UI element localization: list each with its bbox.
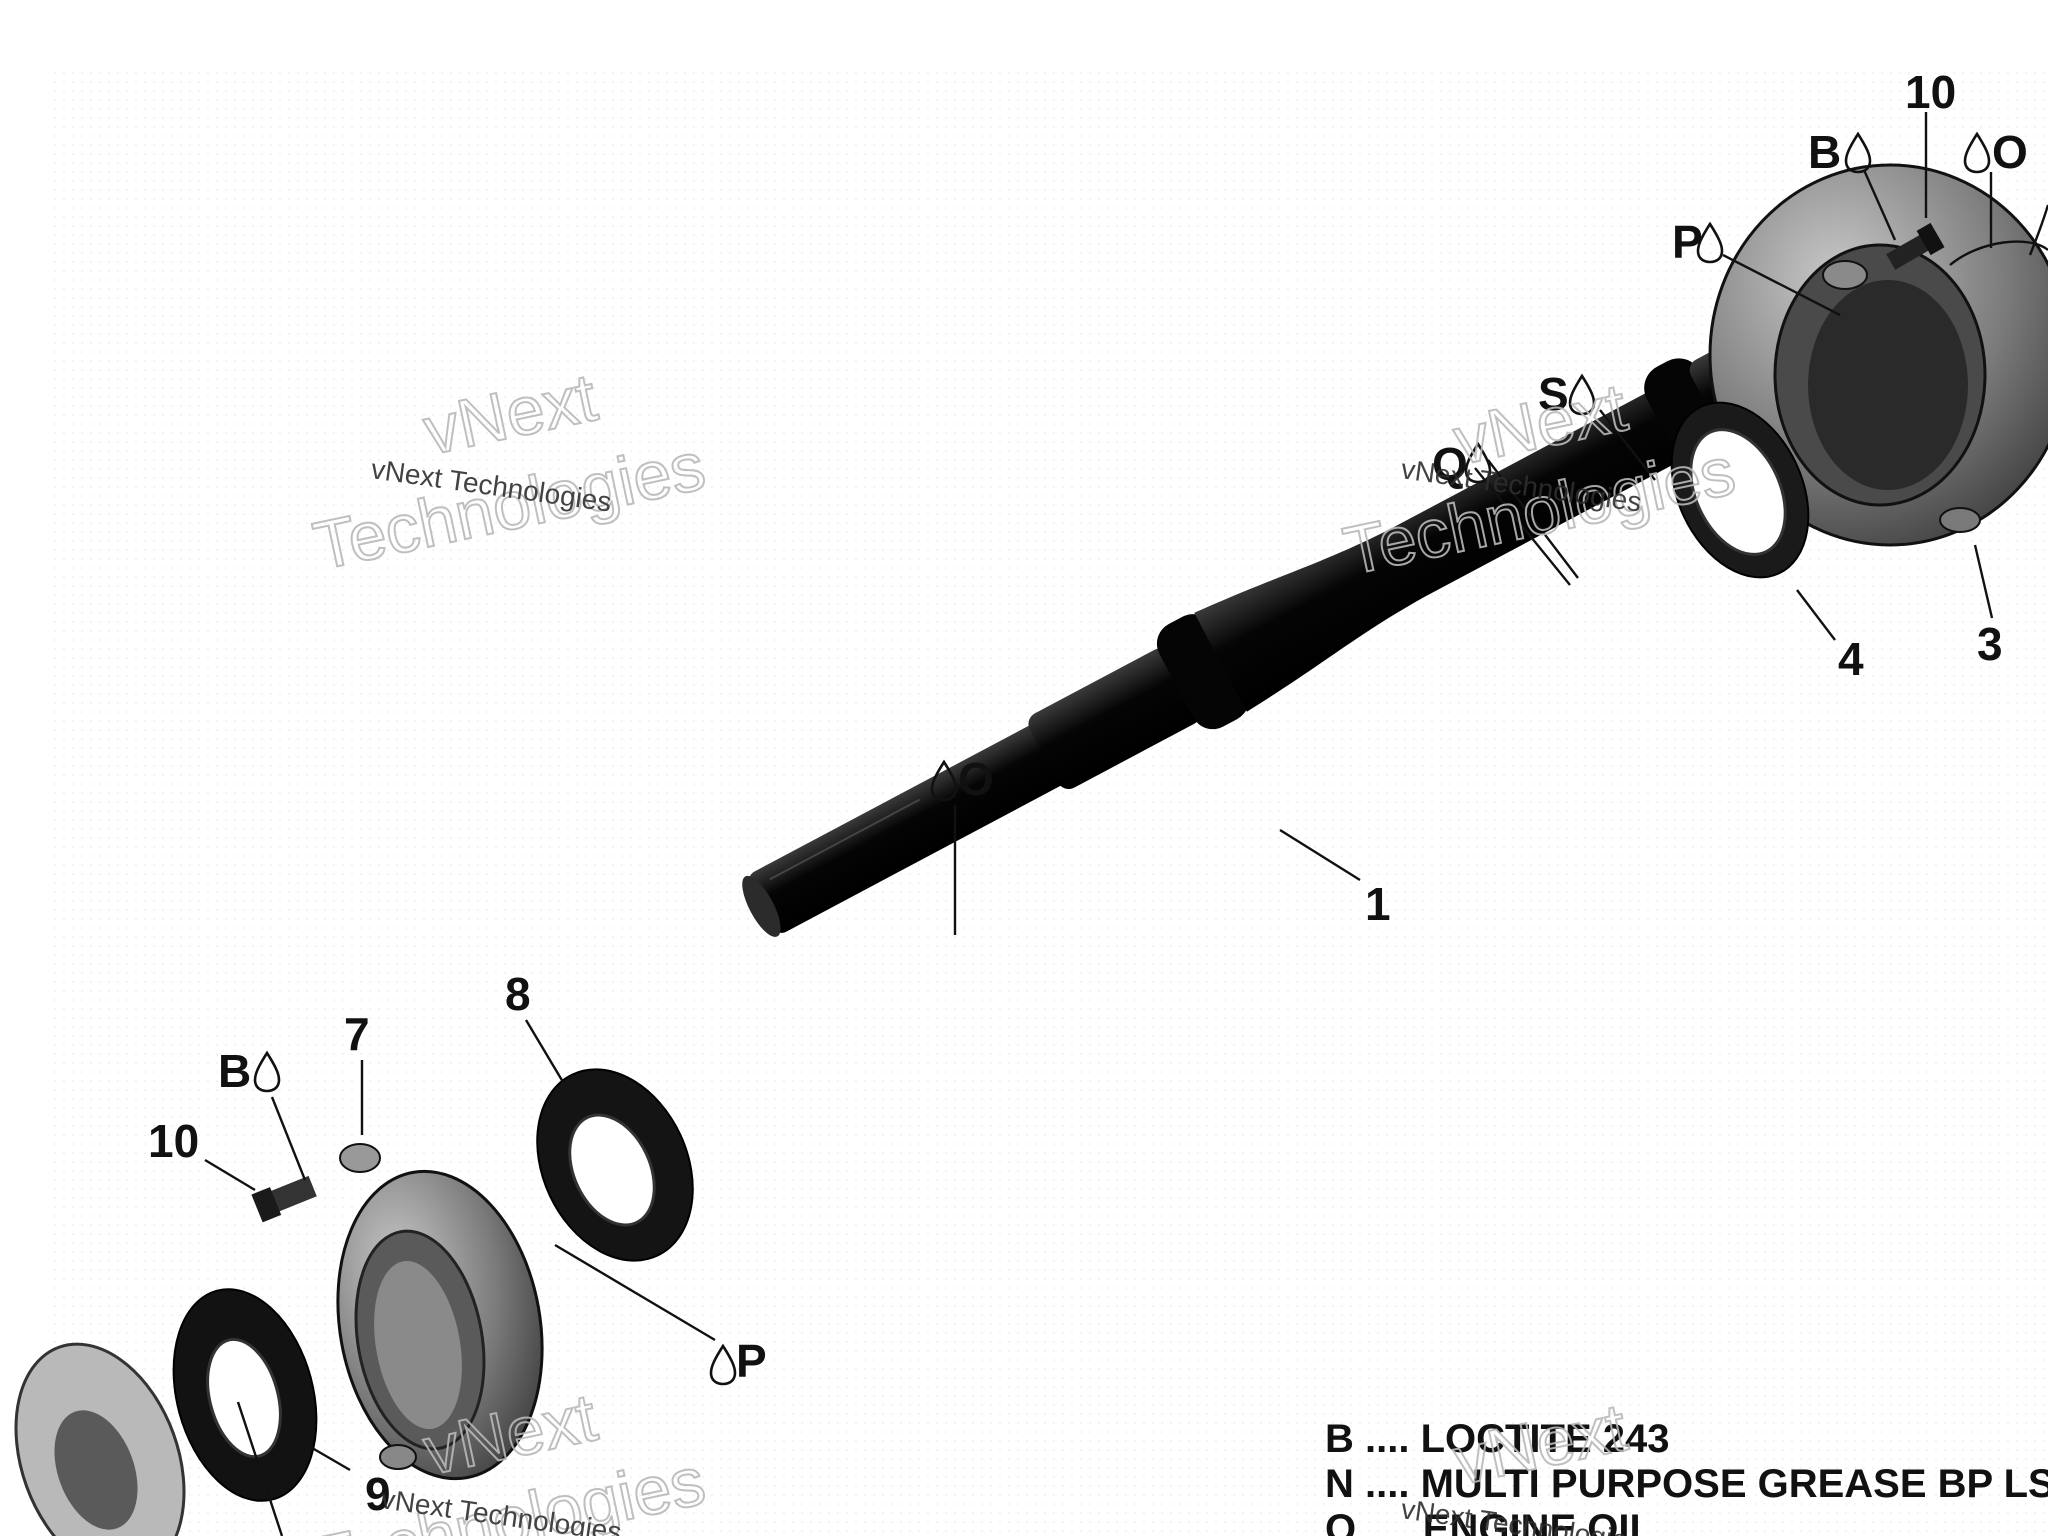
housing-part-7 <box>336 1143 544 1481</box>
drop-icon-o-top <box>1963 131 1991 174</box>
code-p-bottom: P <box>736 1335 767 1387</box>
drop-icon-o-mid <box>930 759 958 802</box>
callout-1: 1 <box>1365 878 1391 930</box>
legend-n: N .... MULTI PURPOSE GREASE BP LS3 <box>1325 1462 2048 1506</box>
leader-1 <box>1279 828 1361 882</box>
leader-p-top <box>1722 253 1841 317</box>
watermark-right: vNext Technologies vNext Technologies <box>1336 368 1742 591</box>
callout-10-left: 10 <box>148 1115 199 1167</box>
legend-o: O .... ENGINE OIL <box>1325 1507 1654 1536</box>
seal-part-4 <box>1670 401 1810 579</box>
leader-9 <box>306 1443 351 1472</box>
callout-7: 7 <box>344 1008 370 1060</box>
bolt-part-10-left <box>251 1175 317 1223</box>
leader-10-left <box>204 1158 256 1192</box>
leader-b-left <box>270 1096 307 1181</box>
leader-4 <box>1796 589 1836 641</box>
code-q: Q <box>1432 438 1468 490</box>
callout-4: 4 <box>1838 633 1864 685</box>
legend-b: B .... LOCTITE 243 <box>1325 1417 1670 1461</box>
leader-9-down <box>236 1401 284 1536</box>
code-o-mid: O <box>958 753 994 805</box>
o-ring-right-inner <box>2028 204 2048 256</box>
code-b-left: B <box>218 1045 251 1097</box>
leader-q <box>1474 467 1571 586</box>
drop-icon-s <box>1568 373 1596 416</box>
callout-9: 9 <box>365 1468 391 1520</box>
housing-part-3 <box>1708 163 2048 547</box>
o-ring-right <box>1949 240 2048 266</box>
leader-3 <box>1973 544 1994 619</box>
bolt-part-10-top <box>1886 222 1945 270</box>
code-p-top: P <box>1672 216 1703 268</box>
leader-8 <box>524 1019 565 1083</box>
callout-10-top: 10 <box>1905 66 1956 118</box>
drop-icon-b-left <box>253 1050 281 1093</box>
leader-q-b <box>1487 459 1579 579</box>
seal-part-8 <box>536 1068 694 1262</box>
leader-b-top <box>1862 169 1897 241</box>
code-b-top: B <box>1808 126 1841 178</box>
drop-icon-b-top <box>1844 131 1872 174</box>
drop-icon-q <box>1464 441 1492 484</box>
code-s: S <box>1538 368 1569 420</box>
seal-part-9 <box>172 1288 318 1502</box>
callout-3: 3 <box>1977 618 2003 670</box>
lubricant-legend: B .... LOCTITE 243 N .... MULTI PURPOSE … <box>1325 1417 2048 1536</box>
callout-8: 8 <box>505 968 531 1020</box>
leader-p-bottom <box>554 1243 716 1342</box>
drop-icon-p-bottom <box>709 1343 737 1386</box>
leader-s <box>1599 409 1656 481</box>
drop-icon-p-top <box>1696 221 1724 264</box>
code-o-top: O <box>1992 126 2028 178</box>
cover-plate-lower-left <box>14 1342 186 1536</box>
